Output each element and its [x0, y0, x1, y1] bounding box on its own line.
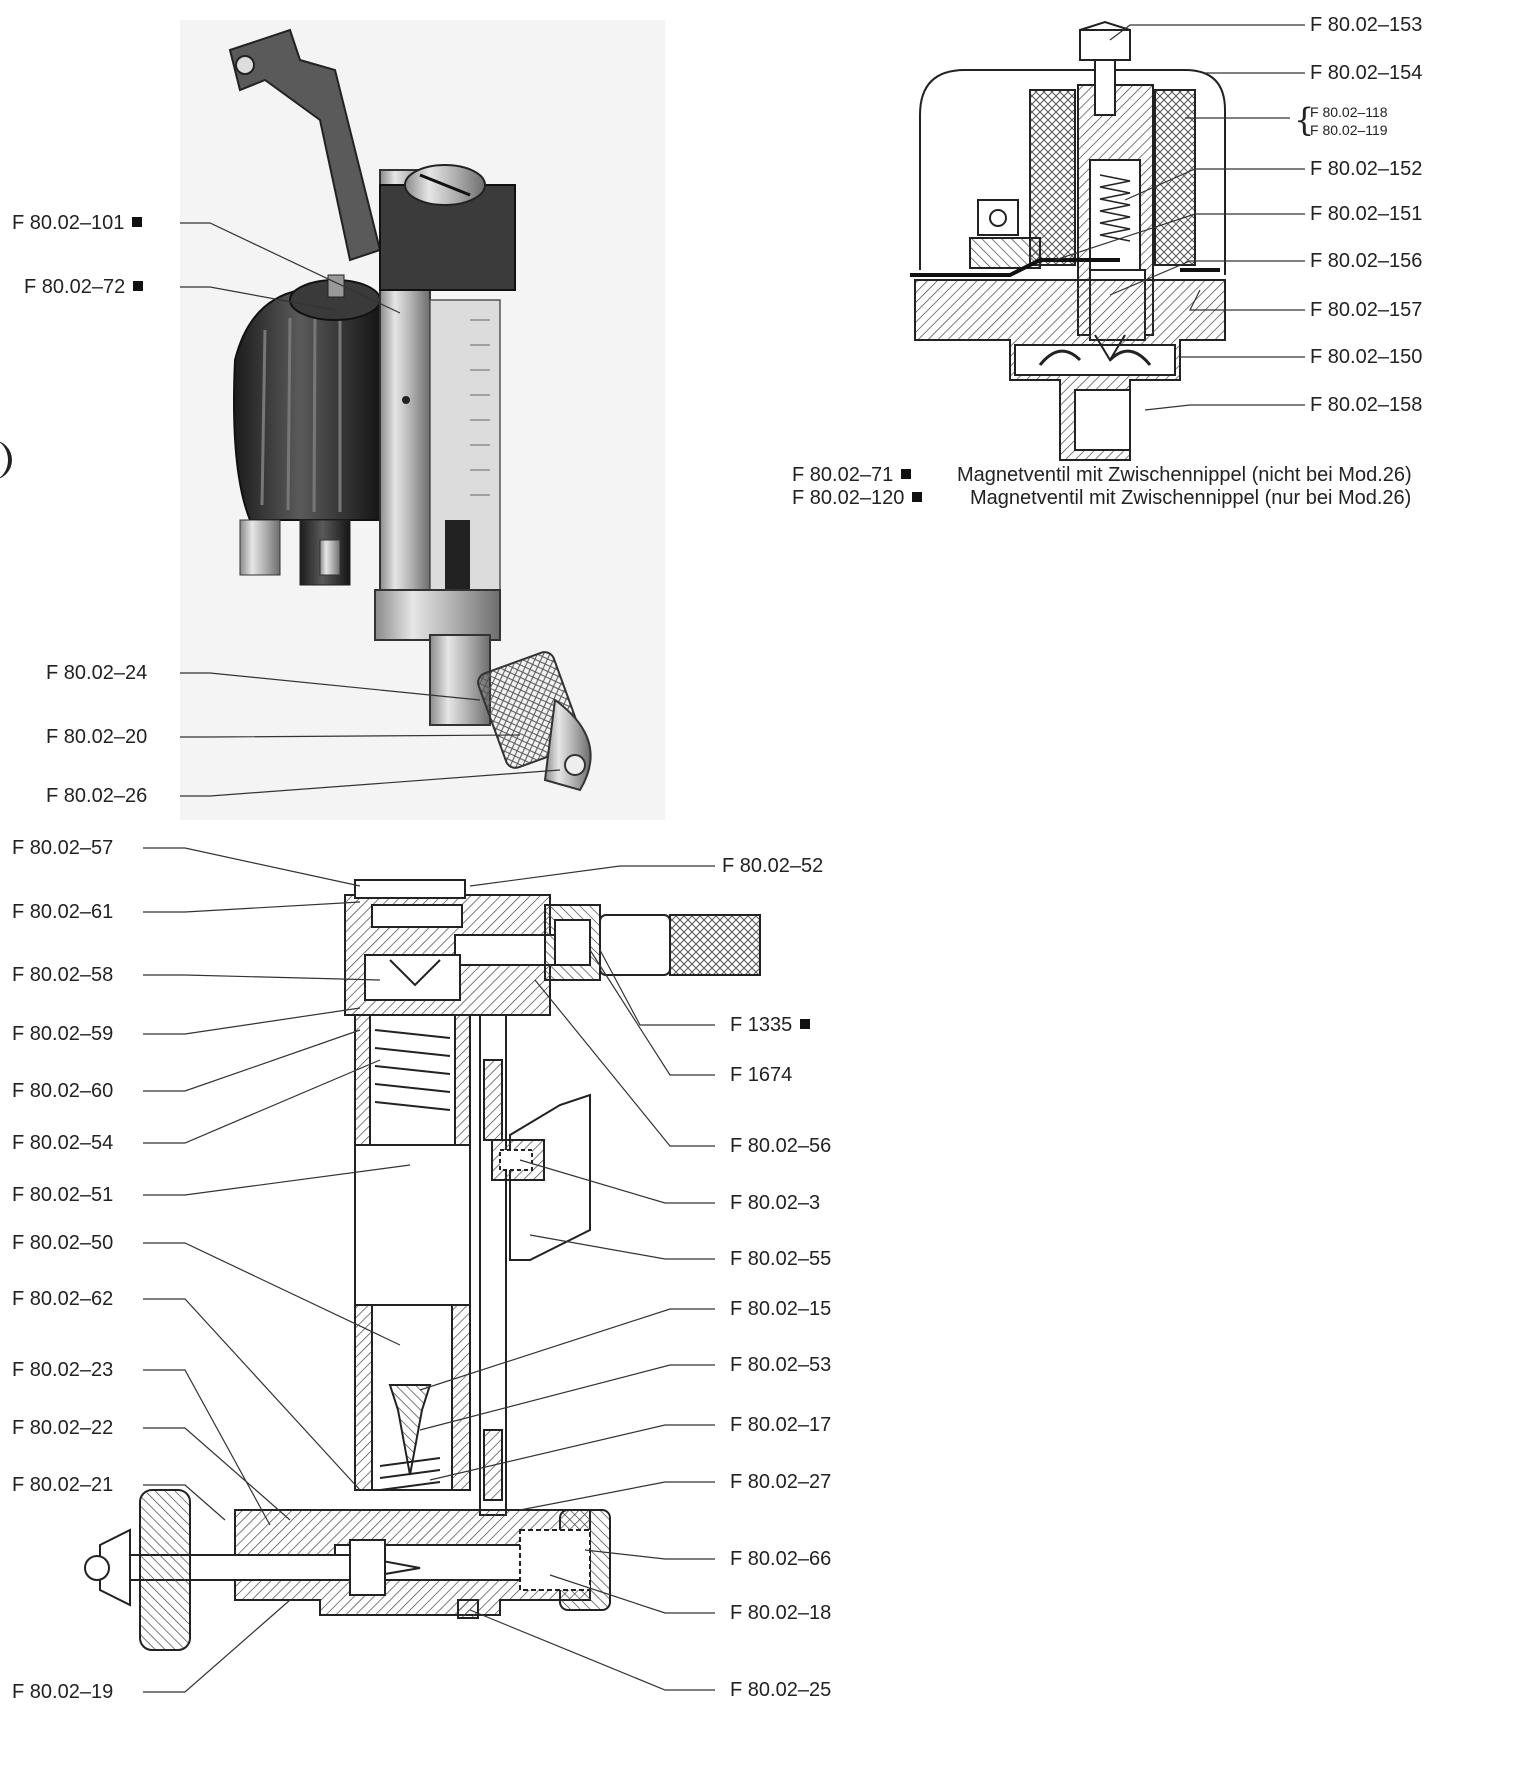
label-section-27: F 80.02–27	[730, 1471, 832, 1493]
label-section-17: F 80.02–17	[730, 1414, 832, 1436]
label-valve-150: F 80.02–150	[1310, 346, 1423, 368]
label-valve-156: F 80.02–156	[1310, 250, 1423, 272]
label-section-1674: F 1674	[730, 1064, 793, 1086]
label-photo-24: F 80.02–24	[46, 662, 148, 684]
note-magnetventil-71: F 80.02–71 Magnetventil mit Zwischennipp…	[792, 464, 1412, 486]
brace-symbol: {	[1294, 101, 1315, 139]
label-section-51: F 80.02–51	[12, 1184, 114, 1206]
flowmeter-photo	[180, 20, 665, 820]
label-valve-152: F 80.02–152	[1310, 158, 1423, 180]
label-section-23: F 80.02–23	[12, 1359, 114, 1381]
flowmeter-section	[84, 879, 761, 1651]
label-section-66: F 80.02–66	[730, 1548, 832, 1570]
marker-square	[133, 280, 144, 291]
label-valve-153: F 80.02–153	[1310, 14, 1423, 36]
label-section-62: F 80.02–62	[12, 1288, 114, 1310]
marker-square	[800, 1018, 811, 1029]
label-valve-154: F 80.02–154	[1310, 62, 1423, 84]
label-section-56: F 80.02–56	[730, 1135, 832, 1157]
label-section-57: F 80.02–57	[12, 837, 114, 859]
note-description: Magnetventil mit Zwischennippel (nur bei…	[970, 487, 1412, 509]
marker-square	[912, 491, 923, 502]
label-section-19: F 80.02–19	[12, 1681, 114, 1703]
label-section-58: F 80.02–58	[12, 964, 114, 986]
label-valve-151: F 80.02–151	[1310, 203, 1423, 225]
marker-square	[901, 468, 912, 479]
label-valve-158: F 80.02–158	[1310, 394, 1423, 416]
label-section-18: F 80.02–18	[730, 1602, 832, 1624]
label-section-22: F 80.02–22	[12, 1417, 114, 1439]
magnet-valve-section	[910, 20, 1226, 461]
label-section-25: F 80.02–25	[730, 1679, 832, 1701]
label-section-1335: F 1335	[730, 1014, 811, 1036]
label-section-55: F 80.02–55	[730, 1248, 832, 1270]
label-section-15: F 80.02–15	[730, 1298, 832, 1320]
label-photo-101: F 80.02–101	[12, 212, 143, 234]
label-section-50: F 80.02–50	[12, 1232, 114, 1254]
label-photo-26: F 80.02–26	[46, 785, 148, 807]
label-photo-20: F 80.02–20	[46, 726, 148, 748]
page-edge-mark	[0, 440, 12, 480]
label-section-3: F 80.02–3	[730, 1192, 821, 1214]
note-magnetventil-120: F 80.02–120 Magnetventil mit Zwischennip…	[792, 487, 1412, 509]
label-section-59: F 80.02–59	[12, 1023, 114, 1045]
label-section-54: F 80.02–54	[12, 1132, 114, 1154]
label-valve-119: F 80.02–119	[1310, 122, 1388, 138]
marker-square	[132, 216, 143, 227]
label-section-53: F 80.02–53	[730, 1354, 832, 1376]
label-section-60: F 80.02–60	[12, 1080, 114, 1102]
label-valve-157: F 80.02–157	[1310, 299, 1423, 321]
label-section-52: F 80.02–52	[722, 855, 824, 877]
note-description: Magnetventil mit Zwischennippel (nicht b…	[957, 464, 1412, 486]
label-section-21: F 80.02–21	[12, 1474, 114, 1496]
label-section-61: F 80.02–61	[12, 901, 114, 923]
label-valve-118: F 80.02–118	[1310, 104, 1388, 120]
label-photo-72: F 80.02–72	[24, 276, 144, 298]
